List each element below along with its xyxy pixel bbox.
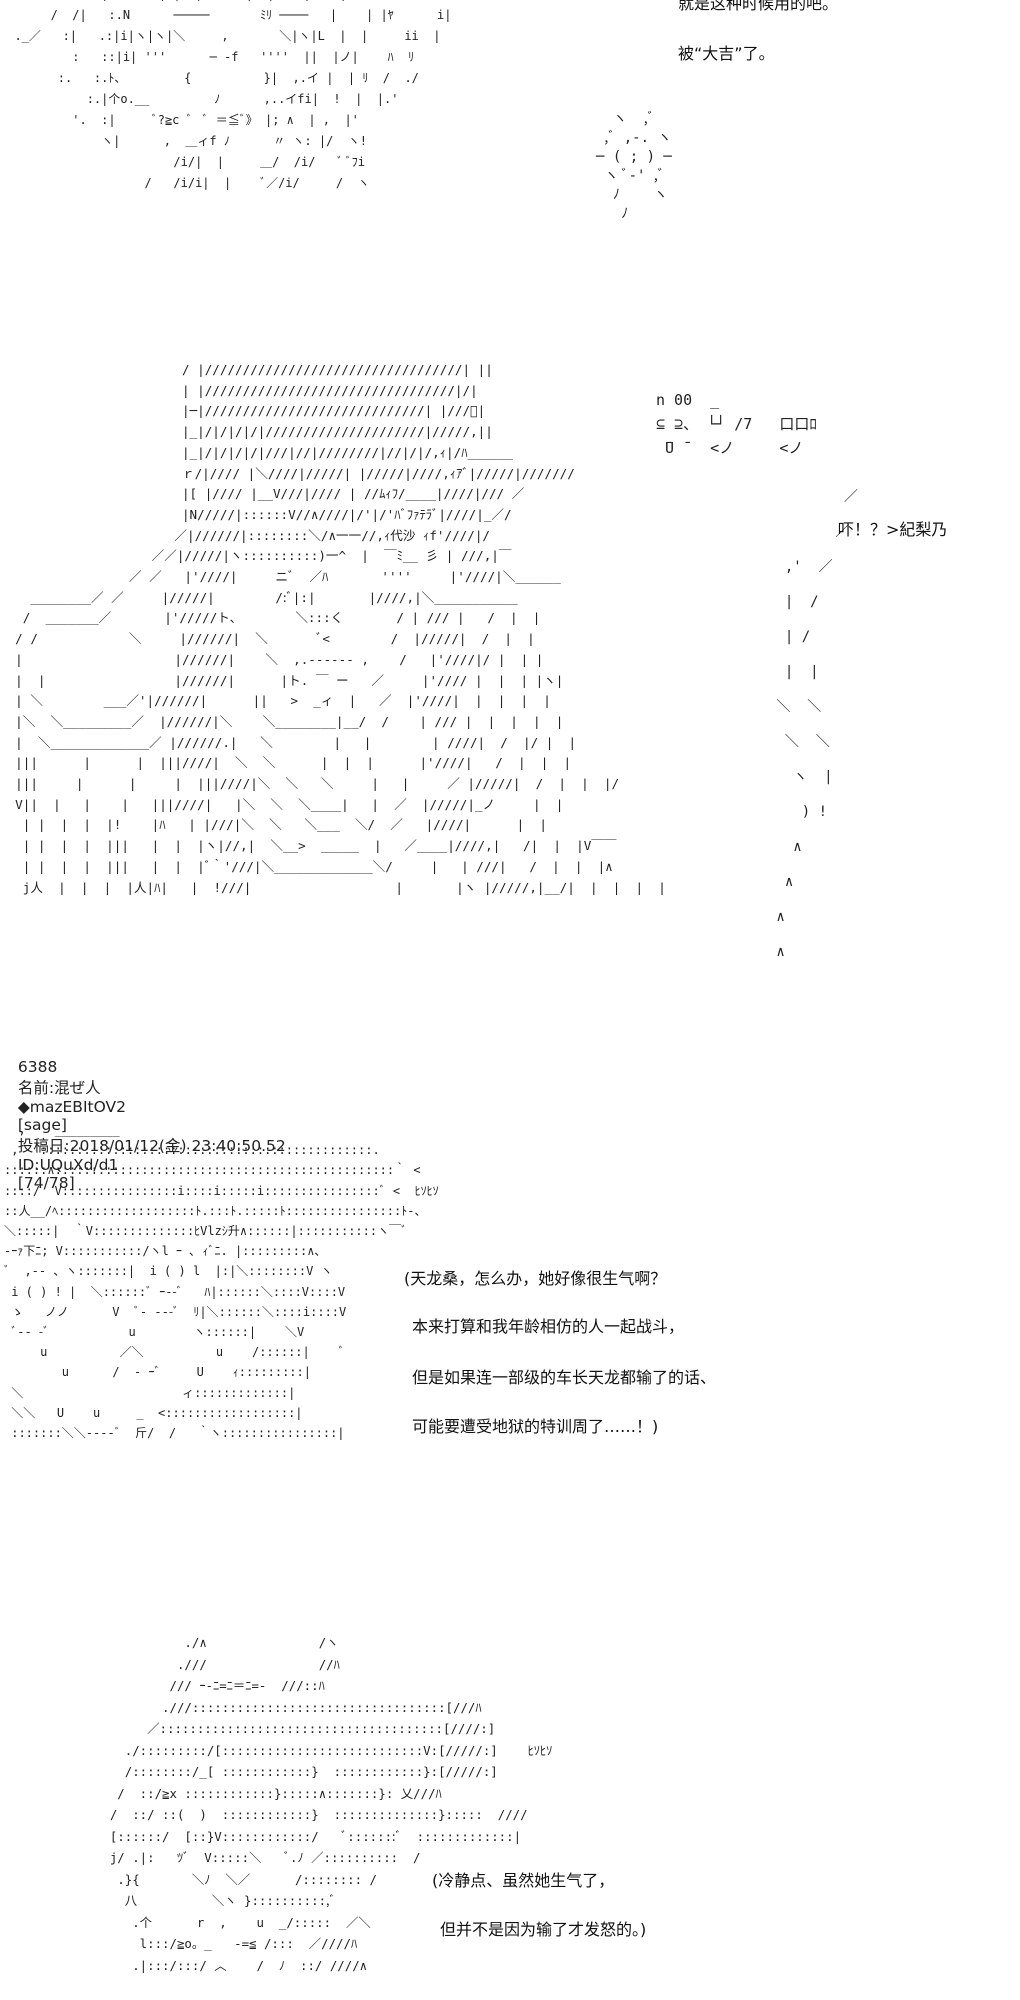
- scene4-ascii-art: ./∧ /ヽ ./// //ﾊ /// ｰ-ﾆ=ﾆ＝ﾆ=- ///::ﾊ .//…: [109, 1635, 553, 1973]
- post-date-label: 投稿日:: [17, 1137, 70, 1155]
- scene2-ascii-art: / |//////////////////////////////////| |…: [15, 362, 666, 895]
- scene1-caption-line2: 被“大吉”了。: [678, 44, 775, 63]
- scene3-caption-line3: 但是如果连一部级的车长天龙都输了的话、: [412, 1368, 717, 1387]
- scene2-sound-effect: n 00 _ ⊆ ⊇、 └┘ /7 口口ﾛ ̄U ̄ <ノ <ノ: [656, 391, 817, 457]
- scene3-caption-line4: 可能要遭受地狱的特训周了……！): [412, 1417, 659, 1436]
- trip-diamond-icon: ◆: [17, 1098, 30, 1116]
- post-name: 混ぜ人: [54, 1079, 101, 1097]
- scene2-speaker-line: 吓！？>紀梨乃: [838, 520, 948, 539]
- scene3-ascii-art: , _________ , ::::::::::::::::::::::::::…: [4, 1123, 439, 1441]
- post-sage: [sage]: [17, 1116, 67, 1134]
- post-header: 6388 名前:混ぜ人 ◆mazEBItOV2 [sage] 投稿日:2018/…: [8, 1040, 286, 1192]
- scene3-caption-line1: (天龙桑，怎么办，她好像很生气啊？: [404, 1269, 667, 1288]
- post-number: 6388: [17, 1058, 58, 1076]
- scene3-caption-line2: 本来打算和我年龄相仿的人一起战斗，: [412, 1317, 685, 1336]
- post-trip: mazEBItOV2: [29, 1098, 126, 1116]
- scene1-caption-line1: 就是这种时候用的吧。: [678, 0, 839, 13]
- scene2-side-art: ／ ／ ,' ／ | / | / | | ＼ ＼ ＼ ＼ ヽ | ) ! ∧ ∧…: [776, 489, 858, 960]
- scene4-caption-line1: (冷静点、虽然她生气了，: [432, 1871, 615, 1890]
- post-name-label: 名前:: [17, 1079, 55, 1097]
- post-id: ID:UQuXd/d1: [17, 1156, 119, 1174]
- post-date: 2018/01/12(金) 23:40:50.52: [69, 1137, 286, 1155]
- post-count: [74/78]: [17, 1174, 75, 1192]
- scene4-caption-line2: 但并不是因为输了才发怒的。): [440, 1920, 647, 1939]
- scene1-ascii-art: | ::| ┌──┐ ┌──┐ ;| | ノ / /| :.N ───── ﾐﾘ…: [14, 0, 452, 190]
- scene1-sun-art: ヽ ,ﾞ ,ﾞ ,-. ヽ ─ ( ; ) ─ ヽ ﾞ-' ,ﾞ ﾉ ヽ ﾉ: [596, 111, 672, 222]
